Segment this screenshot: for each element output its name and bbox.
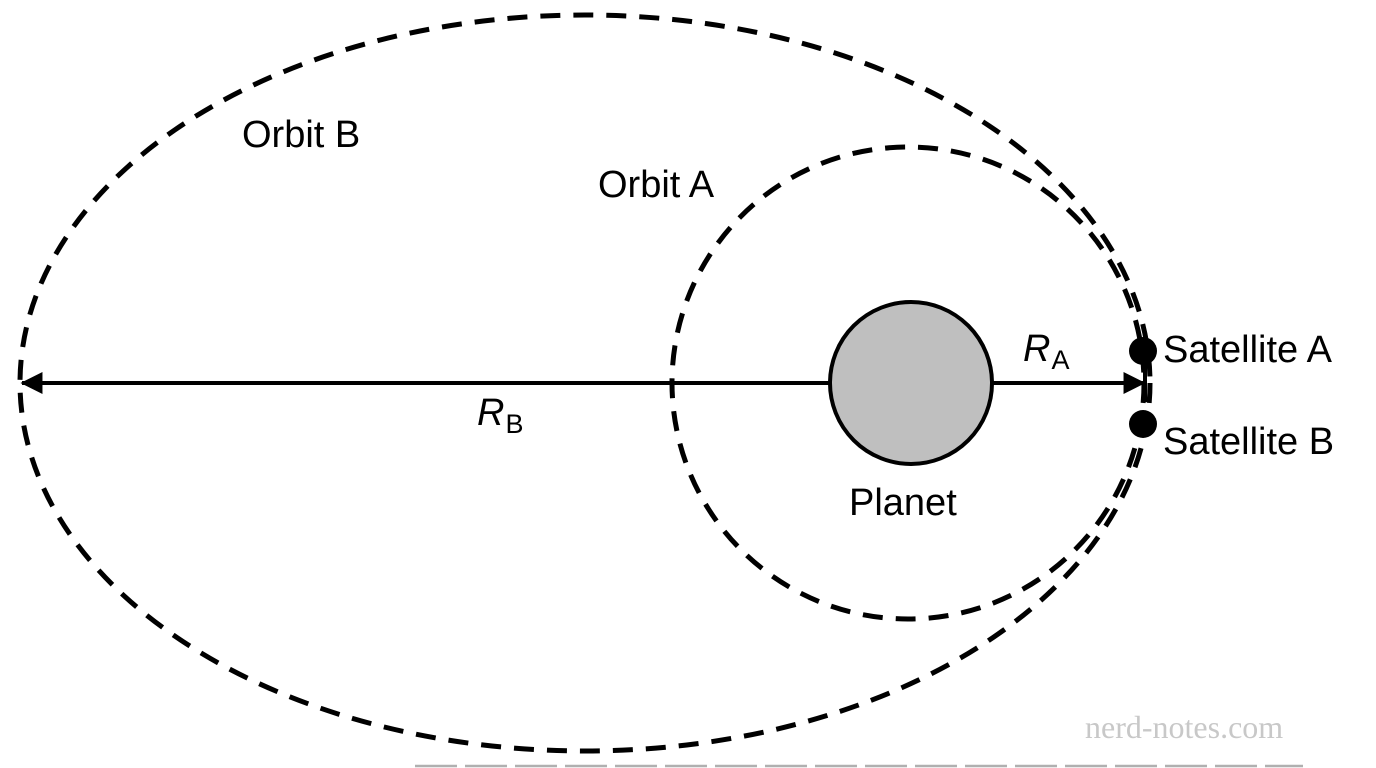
planet-circle: [828, 300, 994, 466]
radius-b-symbol: R: [477, 392, 505, 434]
planet-label: Planet: [849, 482, 957, 524]
radius-a-symbol: R: [1023, 328, 1051, 370]
radius-b-subscript: B: [505, 409, 524, 439]
satellite-a-label: Satellite A: [1163, 329, 1332, 371]
radius-a-subscript: A: [1051, 345, 1070, 375]
satellite-a-dot: [1129, 337, 1157, 365]
orbit-b-path: [17, 12, 1153, 754]
radius-b-label: RB: [477, 394, 523, 438]
radius-a-label: RA: [1023, 330, 1069, 374]
orbit-b-label: Orbit B: [242, 114, 361, 156]
watermark: nerd-notes.com: [1085, 709, 1284, 745]
orbit-a-label: Orbit A: [598, 164, 715, 206]
satellite-b-label: Satellite B: [1163, 421, 1335, 463]
satellite-b-dot: [1129, 410, 1157, 438]
